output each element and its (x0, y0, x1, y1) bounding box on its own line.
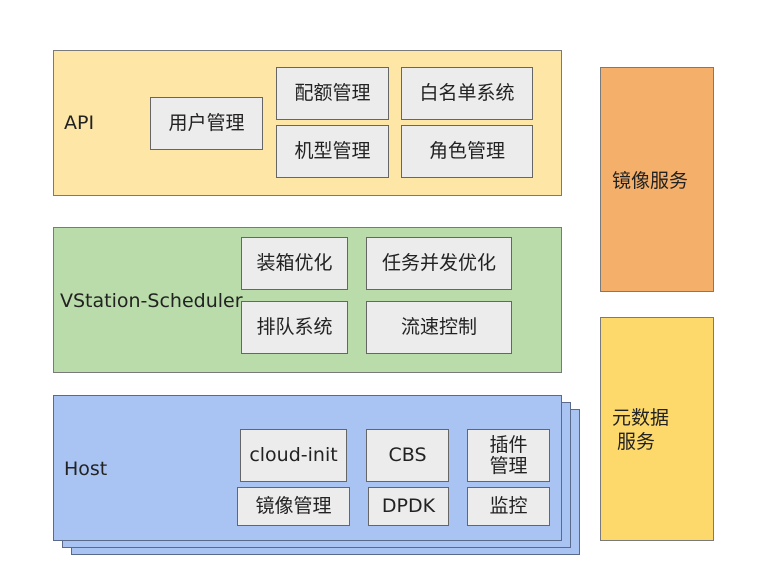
image-service-panel (600, 67, 714, 292)
plugin-management-box: 插件 管理 (467, 429, 550, 482)
plugin-management-line1: 插件 (489, 433, 528, 456)
dpdk-box: DPDK (368, 487, 449, 526)
role-management-box: 角色管理 (401, 125, 533, 178)
cloud-init-box: cloud-init (240, 429, 347, 482)
monitoring-box: 监控 (467, 487, 550, 526)
plugin-management-line2: 管理 (489, 454, 528, 477)
bin-packing-box: 装箱优化 (241, 237, 348, 290)
flow-control-box: 流速控制 (366, 301, 512, 354)
metadata-service-label-line1: 元数据 (612, 407, 670, 429)
quota-management-box: 配额管理 (276, 67, 389, 120)
metadata-service-panel (600, 317, 714, 541)
whitelist-system-box: 白名单系统 (401, 67, 533, 120)
queue-system-box: 排队系统 (241, 301, 348, 354)
task-concurrency-box: 任务并发优化 (366, 237, 512, 290)
metadata-service-label-line2: 服务 (617, 431, 656, 453)
image-management-box: 镜像管理 (237, 487, 350, 526)
api-label: API (64, 112, 95, 134)
user-management-box: 用户管理 (150, 97, 263, 150)
instance-type-management-box: 机型管理 (276, 125, 389, 178)
host-label: Host (64, 458, 108, 480)
cbs-box: CBS (366, 429, 449, 482)
image-service-label: 镜像服务 (612, 170, 689, 192)
scheduler-label: VStation-Scheduler (60, 290, 243, 312)
